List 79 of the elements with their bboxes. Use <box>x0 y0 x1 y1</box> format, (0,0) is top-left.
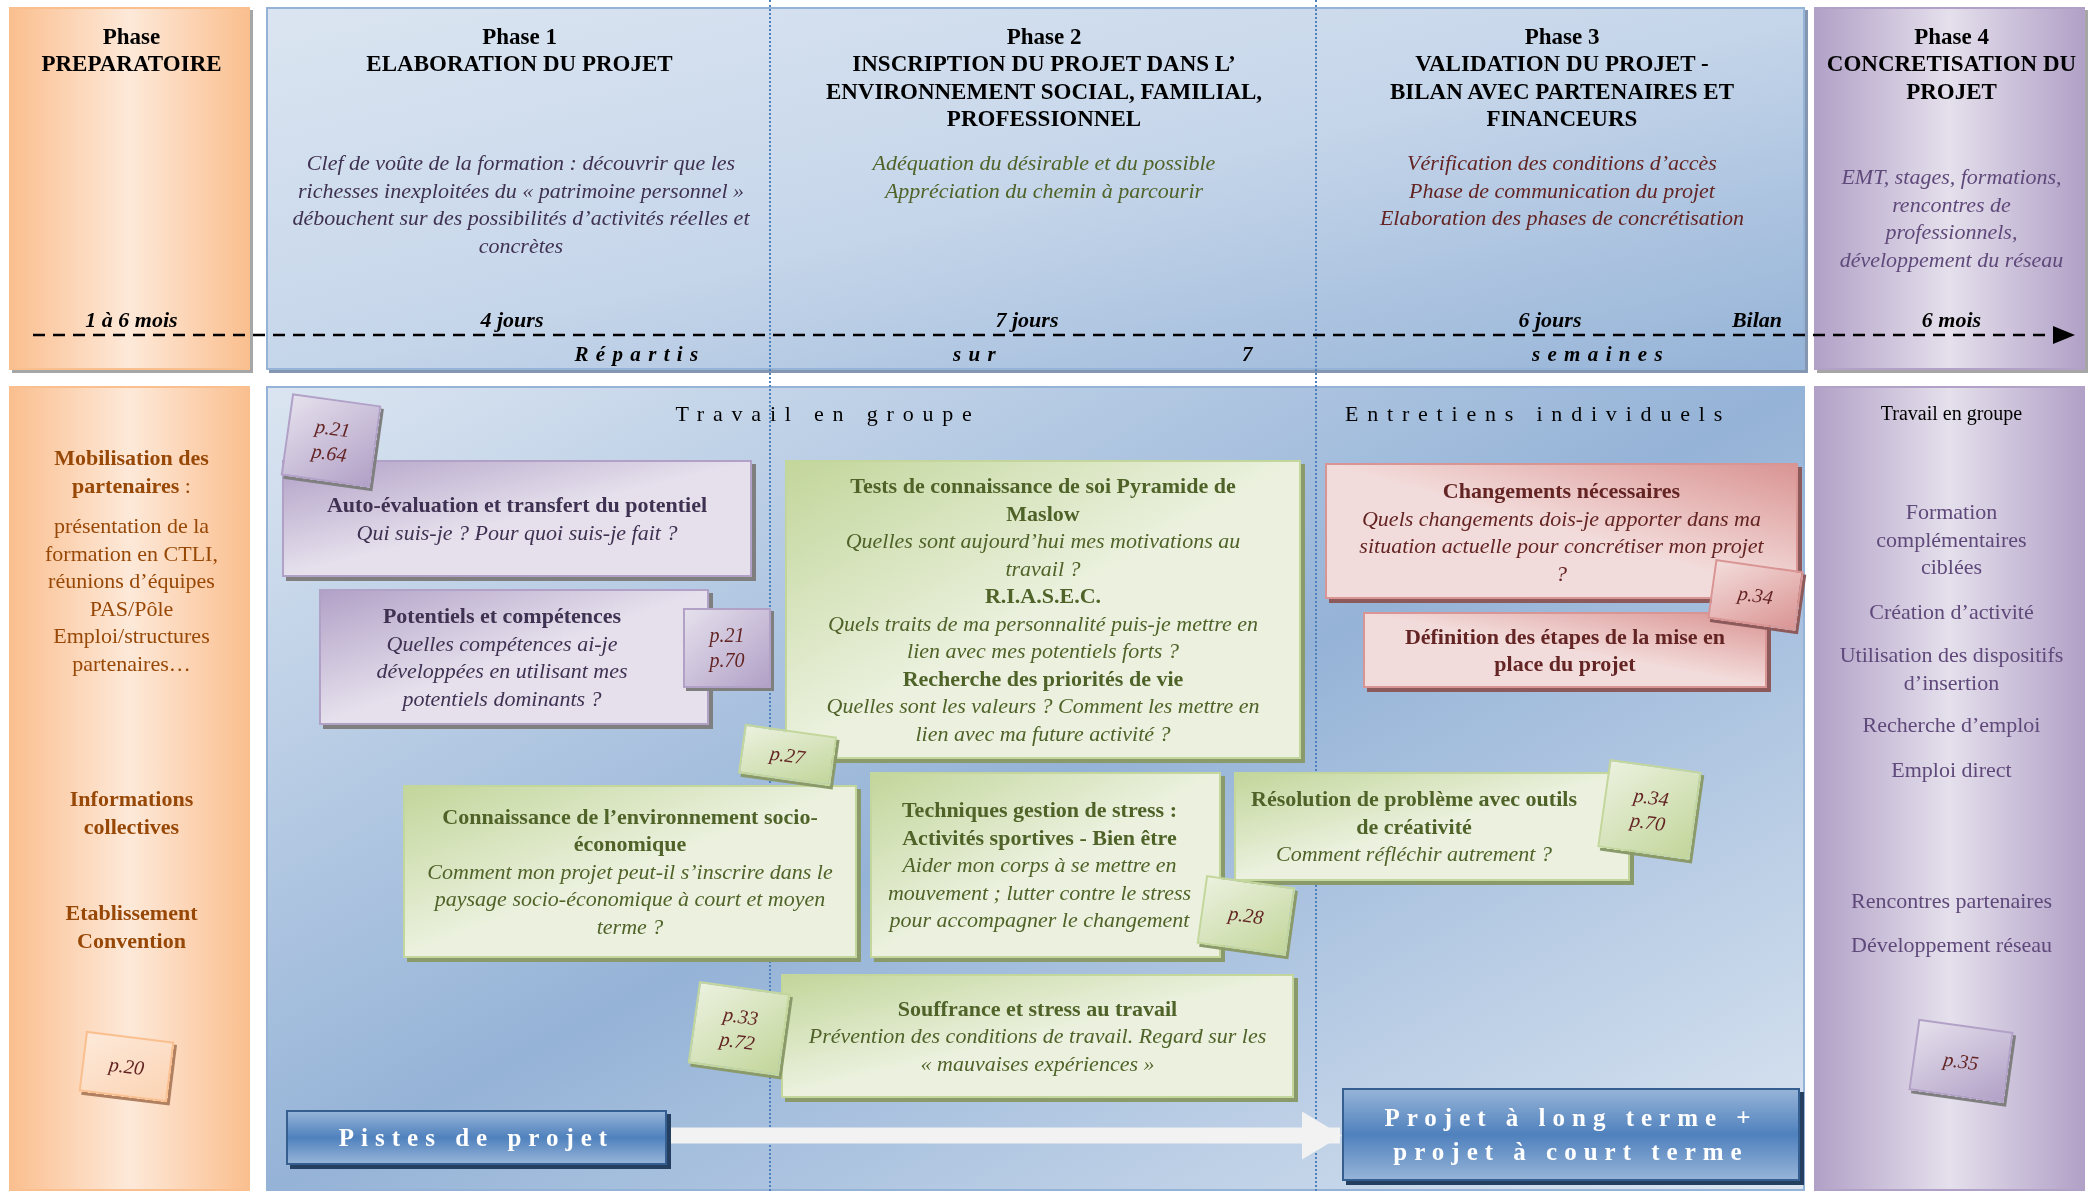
phase-title: CONCRETISATION DU PROJET <box>1825 50 2078 105</box>
page-reference: p.21 p.70 <box>707 623 746 673</box>
card-question: Quelles sont les valeurs ? Comment les mettre en lien avec ma future activité ? <box>825 692 1261 747</box>
section-heading: Travail en groupe <box>1879 401 2024 427</box>
card-question: Prévention des conditions de travail. Regard sur les « mauvaises expériences » <box>807 1022 1268 1078</box>
card-heading: R.I.A.S.E.C. <box>984 582 1102 610</box>
page-reference: p.35 <box>1941 1046 1981 1076</box>
page-reference: p.33 p.72 <box>716 1001 761 1056</box>
phase-description: Clef de voûte de la formation : découvrir que les richesses inexploitées du « patrimoine personnel » débouchent sur des possibilités d’activités réelles et concrètes <box>291 149 751 259</box>
phase-panel <box>266 7 1805 370</box>
phase-description: Elaboration des phases de concrétisation <box>1378 204 1746 232</box>
phase-description: Vérification des conditions d’accès <box>1406 149 1718 177</box>
timeline-note: semaines <box>1530 342 1672 366</box>
list-item: Création d’activité <box>1868 598 2035 626</box>
phase-description: Adéquation du désirable et du possible <box>870 149 1217 177</box>
phase-title: INSCRIPTION DU PROJET DANS L’ ENVIRONNEMENT SOCIAL, FAMILIAL, PROFESSIONNEL <box>824 50 1264 133</box>
section-heading: Mobilisation des partenaires : <box>53 444 210 499</box>
card-heading: Tests de connaissance de soi Pyramide de Maslow <box>849 472 1237 527</box>
card-question: Qui suis-je ? Pour quoi suis-je fait ? <box>356 518 678 546</box>
card-question: Comment réfléchir autrement ? <box>1276 840 1552 868</box>
duration-text: 1 à 6 mois <box>84 307 179 333</box>
banner-text: Pistes de projet <box>338 1122 615 1153</box>
phase-panel <box>1814 7 2085 370</box>
timeline-note: sur <box>951 342 1005 366</box>
phase-description: Phase de communication du projet <box>1408 177 1717 205</box>
phase-panel <box>9 7 250 370</box>
card-heading: Auto-évaluation et transfert du potentiel <box>326 491 708 519</box>
list-item: Recherche d’emploi <box>1861 711 2042 739</box>
duration-text: 6 mois <box>1920 307 1983 333</box>
duration-text: 4 jours <box>479 307 545 333</box>
card-heading: Techniques gestion de stress : Activités sportives - Bien être <box>900 796 1178 852</box>
page-reference: p.27 <box>768 740 807 770</box>
phase-number: Phase 2 <box>1005 23 1083 51</box>
card-heading: Définition des étapes de la mise en place du projet <box>1403 622 1727 678</box>
activity-panel <box>266 386 1805 1191</box>
duration-text: 7 jours <box>994 307 1060 333</box>
timeline-note: 7 <box>1241 342 1261 366</box>
phase-number: Phase 4 <box>1913 23 1990 51</box>
card-heading: Changements nécessaires <box>1442 477 1681 505</box>
card-heading: Connaissance de l’environnement socio-économique <box>441 802 819 858</box>
card-question: Comment mon projet peut-il s’inscrire dans le paysage socio-économique à court et moyen terme ? <box>426 857 834 941</box>
page-reference: p.20 <box>107 1051 146 1082</box>
side-panel <box>9 386 250 1191</box>
phase-title: PREPARATOIRE <box>40 50 223 78</box>
card-heading: Recherche des priorités de vie <box>902 664 1184 692</box>
card-heading: Résolution de problème avec outils de créativité <box>1250 785 1578 841</box>
card-heading: Potentiels et compétences <box>382 602 622 630</box>
list-item: Emploi direct <box>1890 756 2013 784</box>
description-text: présentation de la formation en CTLI, réunions d’équipes PAS/Pôle Emploi/structures partenaires… <box>44 512 219 677</box>
section-heading: Informations collectives <box>68 785 195 840</box>
section-heading: Travail en groupe <box>674 400 982 428</box>
card-heading: Souffrance et stress au travail <box>897 994 1178 1023</box>
duration-text: 6 jours <box>1517 307 1583 333</box>
card-question: Quelles sont aujourd’hui mes motivations au travail ? <box>844 527 1242 582</box>
banner-text: Projet à long terme + projet à court terme <box>1383 1102 1759 1167</box>
phase-number: Phase <box>101 23 162 51</box>
timeline-note: Répartis <box>573 342 707 366</box>
card-question: Aider mon corps à se mettre en mouvement ; lutter contre le stress pour accompagner le changement <box>886 851 1193 934</box>
phase-title: ELABORATION DU PROJET <box>365 50 674 78</box>
page-tag <box>683 608 771 688</box>
page-reference: p.28 <box>1226 900 1266 931</box>
phase-description: EMT, stages, formations, rencontres de professionnels, développement du réseau <box>1838 163 2065 273</box>
phase-number: Phase 1 <box>481 23 558 51</box>
card-question: Quels traits de ma personnalité puis-je mettre en lien avec mes potentiels forts ? <box>827 609 1259 665</box>
list-item: Rencontres partenaires <box>1850 887 2053 915</box>
list-item: Utilisation des dispositifs d’insertion <box>1838 641 2065 696</box>
timeline-arrow <box>33 326 2075 344</box>
page-reference: p.34 p.70 <box>1627 782 1672 837</box>
list-item: Développement réseau <box>1850 931 2053 959</box>
phase-number: Phase 3 <box>1523 23 1601 51</box>
section-heading: Etablissement Convention <box>64 899 199 954</box>
section-heading: Entretiens individuels <box>1343 400 1733 428</box>
phase-title: VALIDATION DU PROJET - BILAN AVEC PARTENAIRES ET FINANCEURS <box>1388 50 1736 133</box>
phase-description: Appréciation du chemin à parcourir <box>883 177 1205 205</box>
page-reference: p.21 p.64 <box>308 413 353 468</box>
side-panel <box>1814 386 2085 1191</box>
list-item: Formation complémentaires ciblées <box>1875 498 2028 581</box>
card-question: Quelles compétences ai-je développées en utilisant mes potentiels dominants ? <box>375 629 629 712</box>
review-text: Bilan <box>1730 307 1784 333</box>
